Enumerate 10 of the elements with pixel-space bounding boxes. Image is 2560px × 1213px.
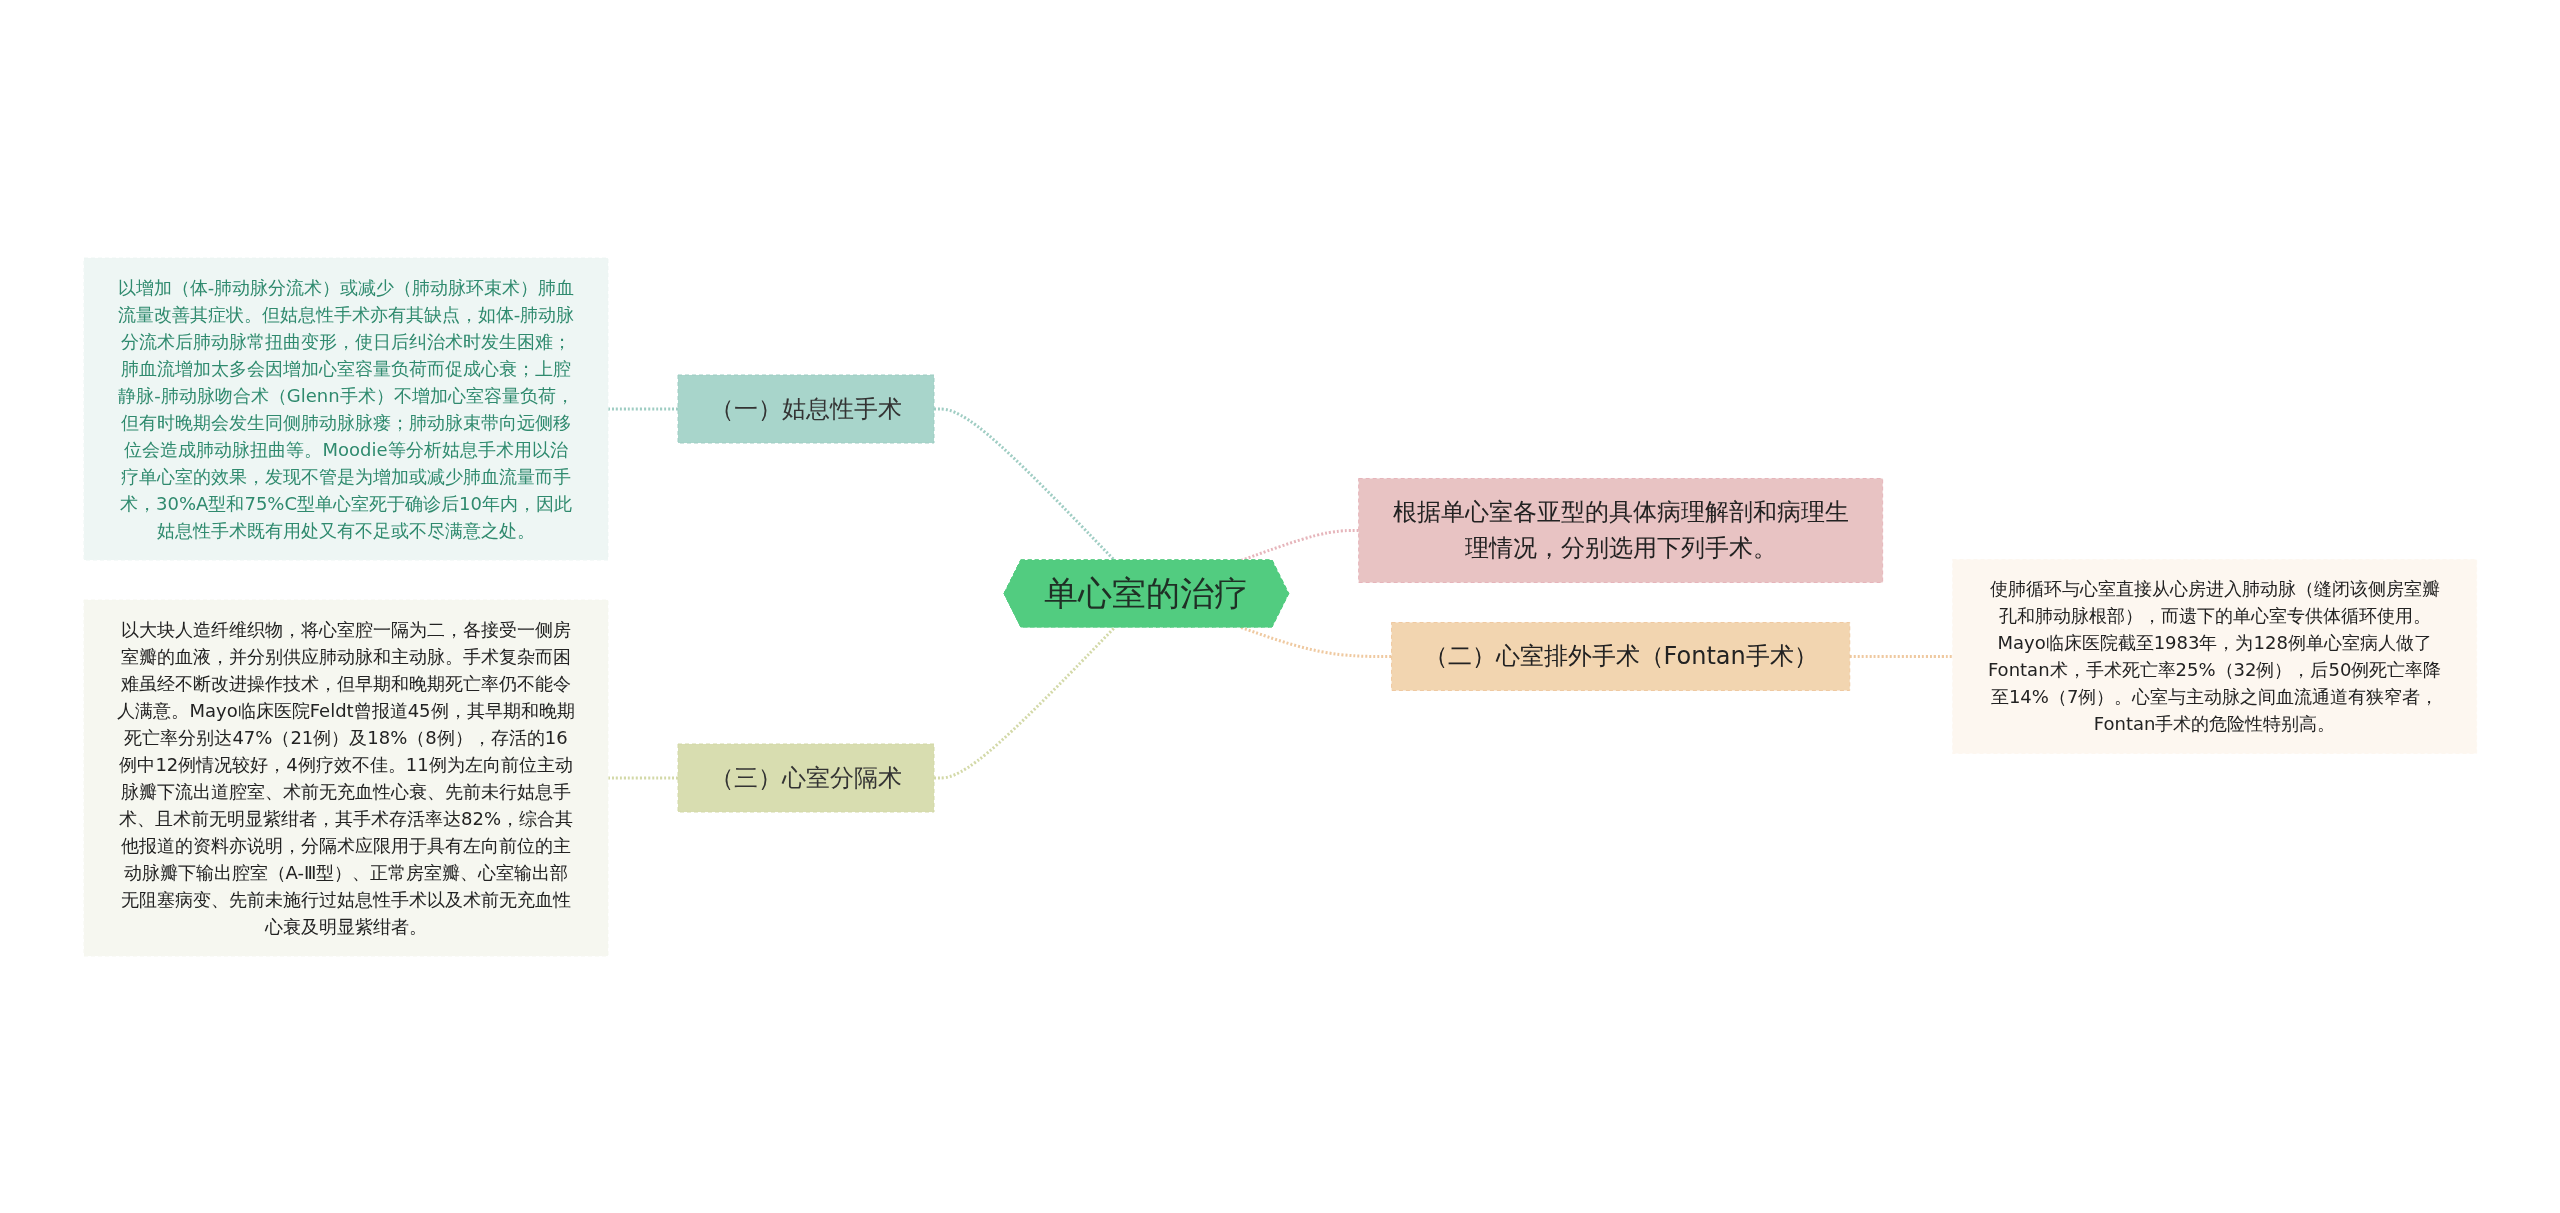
- node-box: 使肺循环与心室直接从心房进入肺动脉（缝闭该侧房室瓣孔和肺动脉根部），而遗下的单心室专供体循环使用。Mayo临床医院截至1983年，为128例单心室病人做了Fontan术，手术死亡率25%（32例），后50例死亡率降至14%（7例）。心室与主动脉之间血流通道有狭窄者，Fontan手术的危险性特别高。: [1951, 558, 2477, 754]
- node-box: （一）姑息性手术: [677, 374, 935, 443]
- connector: [933, 625, 1116, 779]
- connector: [1849, 654, 1953, 658]
- node-box: 以增加（体-肺动脉分流术）或减少（肺动脉环束术）肺血流量改善其症状。但姑息性手术亦有其缺点，如体-肺动脉分流术后肺动脉常扭曲变形，使日后纠治术时发生困难；肺血流增加太多会因增加心室容量负荷而促成心衰；上腔静脉-肺动脉吻合术（Glenn手术）不增加心室容量负荷，但有时晚期会发生同侧肺动脉脉瘘；肺动脉束带向远侧移位会造成肺动脉扭曲等。Moodie等分析姑息手术用以治疗单心室的效果，发现不管是为增加或减少肺血流量而手术，30%A型和75%C型单心室死于确诊后10年内，因此姑息性手术既有用处又有不足或不尽满意之处。: [83, 257, 609, 560]
- node-box: （三）心室分隔术: [677, 743, 935, 812]
- connector: [1240, 625, 1392, 658]
- node-box: （二）心室排外手术（Fontan手术）: [1390, 621, 1850, 691]
- node-box: 根据单心室各亚型的具体病理解剖和病理生理情况，分别选用下列手术。: [1357, 477, 1883, 583]
- node-box: 以大块人造纤维织物，将心室腔一隔为二，各接受一侧房室瓣的血液，并分别供应肺动脉和主动脉。手术复杂而困难虽经不断改进操作技术，但早期和晚期死亡率仍不能令人满意。Mayo临床医院Feldt曾报道45例，其早期和晚期死亡率分别达47%（21例）及18%（8例），存活的16例中12例情况较好，4例疗效不佳。11例为左向前位主动脉瓣下流出道腔室、术前无充血性心衰、先前未行姑息手术、且术前无明显紫绀者，其手术存活率达82%，综合其他报道的资料亦说明，分隔术应限用于具有左向前位的主动脉瓣下输出腔室（A-Ⅲ型）、正常房室瓣、心室输出部无阻塞病变、先前未施行过姑息性手术以及术前无充血性心衰及明显紫绀者。: [83, 599, 609, 956]
